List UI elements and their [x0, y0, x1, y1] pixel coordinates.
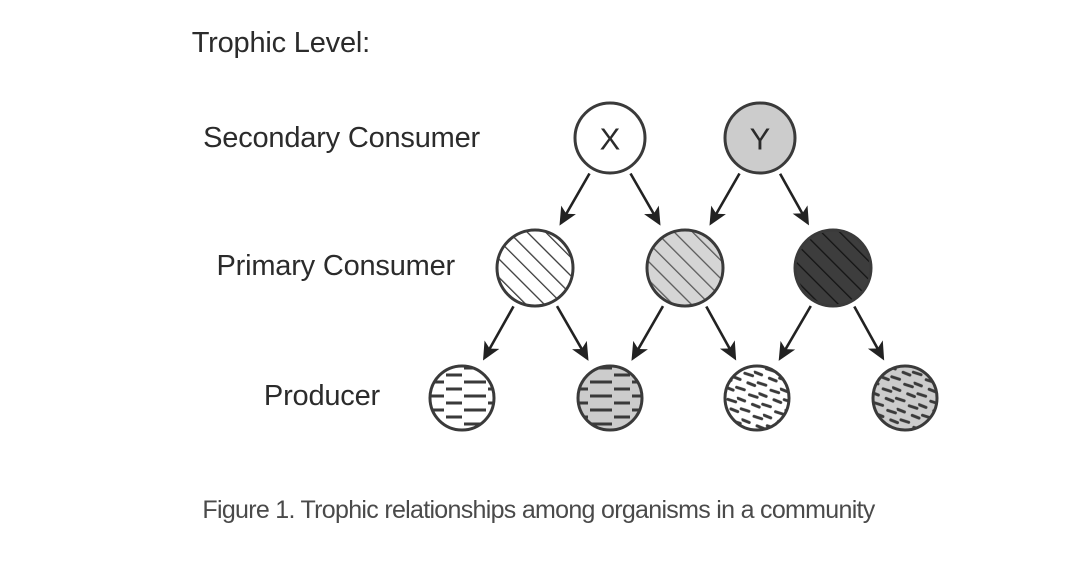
level-label-producer: Producer	[263, 380, 380, 412]
node-letter-y: Y	[750, 122, 771, 157]
node-circle	[428, 364, 496, 432]
edge-PC2-to-P3	[705, 305, 737, 361]
edge-X-to-PC1	[559, 172, 591, 226]
node-circle	[793, 228, 873, 308]
edge-PC1-to-P2	[555, 305, 589, 361]
edge-X-to-PC2	[629, 172, 661, 226]
node-circle	[573, 101, 647, 175]
edge-Y-to-PC3	[778, 173, 809, 226]
primary-consumer-node-pc1[interactable]	[495, 228, 575, 308]
edge-PC2-to-P2	[631, 305, 665, 361]
edges-layer	[483, 172, 885, 361]
edge-Y-to-PC2	[709, 172, 741, 226]
node-circle	[723, 101, 797, 175]
level-label-primary-consumer: Primary Consumer	[216, 250, 455, 282]
figure-caption: Figure 1. Trophic relationships among or…	[202, 496, 875, 524]
producer-node-p4[interactable]	[871, 364, 939, 432]
primary-consumer-node-pc2[interactable]	[645, 228, 725, 308]
level-label-secondary-consumer: Secondary Consumer	[203, 122, 480, 154]
trophic-level-heading: Trophic Level:	[191, 27, 370, 59]
node-circle	[723, 364, 791, 432]
node-circle	[645, 228, 725, 308]
secondary-consumer-node-x[interactable]: X	[573, 101, 647, 175]
edge-PC3-to-P4	[853, 305, 885, 361]
producer-node-p2[interactable]	[576, 364, 644, 432]
edge-PC1-to-P1	[483, 305, 515, 361]
secondary-consumer-node-y[interactable]: Y	[723, 101, 797, 175]
node-circle	[495, 228, 575, 308]
edge-PC3-to-P3	[778, 305, 812, 361]
producer-node-p3[interactable]	[723, 364, 791, 432]
producer-node-p1[interactable]	[428, 364, 496, 432]
primary-consumer-node-pc3[interactable]	[793, 228, 873, 308]
node-letter-x: X	[600, 122, 621, 157]
node-circle	[576, 364, 644, 432]
node-circle	[871, 364, 939, 432]
